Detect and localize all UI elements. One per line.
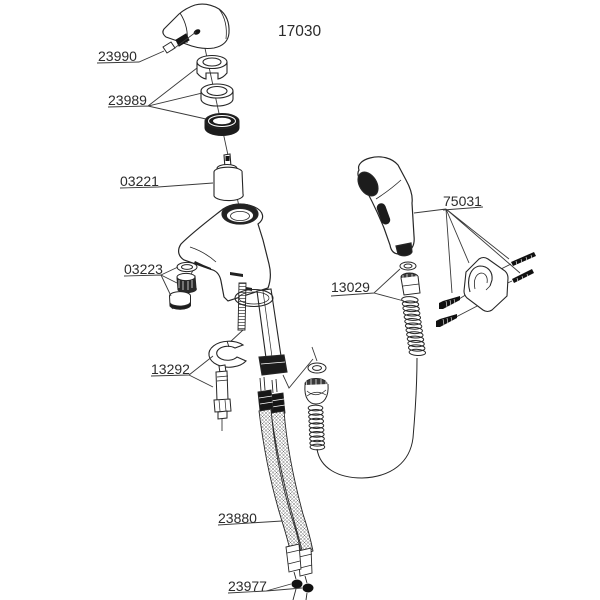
mounting-rod-drawing bbox=[237, 282, 247, 331]
part-label-13292: 13292 bbox=[151, 361, 190, 377]
shank-tube-drawing bbox=[256, 288, 288, 376]
part-label-03223: 03223 bbox=[124, 261, 163, 277]
hand-shower-drawing bbox=[357, 156, 415, 257]
escutcheon-oval-drawing bbox=[234, 288, 274, 308]
hose-seals-drawing bbox=[291, 579, 314, 600]
dome-ring-drawing bbox=[200, 83, 234, 107]
part-label-23990: 23990 bbox=[98, 48, 137, 64]
hose-connector-drawing bbox=[304, 362, 329, 451]
shower-hose-drawing bbox=[399, 261, 427, 357]
aerator-parts-drawing bbox=[169, 261, 198, 310]
connector-coil bbox=[307, 404, 326, 451]
part-label-23977: 23977 bbox=[228, 578, 267, 594]
part-label-23989: 23989 bbox=[108, 92, 147, 108]
shower-hose-coil bbox=[401, 296, 427, 357]
leader-lines bbox=[96, 50, 521, 594]
mounting-stud-drawing bbox=[213, 364, 232, 420]
handle-screws-drawing bbox=[162, 31, 197, 54]
horseshoe-washer-drawing bbox=[208, 340, 247, 368]
wall-anchors-drawing bbox=[511, 252, 536, 283]
part-label-13029: 13029 bbox=[331, 279, 370, 295]
diagram-title: 17030 bbox=[278, 23, 321, 40]
lever-handle-drawing bbox=[162, 3, 230, 50]
hose-loop-drawing bbox=[316, 357, 418, 479]
part-label-03221: 03221 bbox=[120, 173, 159, 189]
supply-hoses-drawing bbox=[257, 376, 314, 584]
base-trim-ring-drawing bbox=[204, 113, 240, 136]
bracket-screws-drawing bbox=[436, 296, 460, 327]
cartridge-drawing bbox=[213, 153, 244, 202]
wall-bracket-drawing bbox=[463, 256, 509, 313]
faucet-body-drawing bbox=[178, 203, 271, 302]
part-label-75031: 75031 bbox=[443, 193, 482, 209]
cartridge-retaining-cap-drawing bbox=[196, 54, 228, 80]
part-label-23880: 23880 bbox=[218, 510, 257, 526]
